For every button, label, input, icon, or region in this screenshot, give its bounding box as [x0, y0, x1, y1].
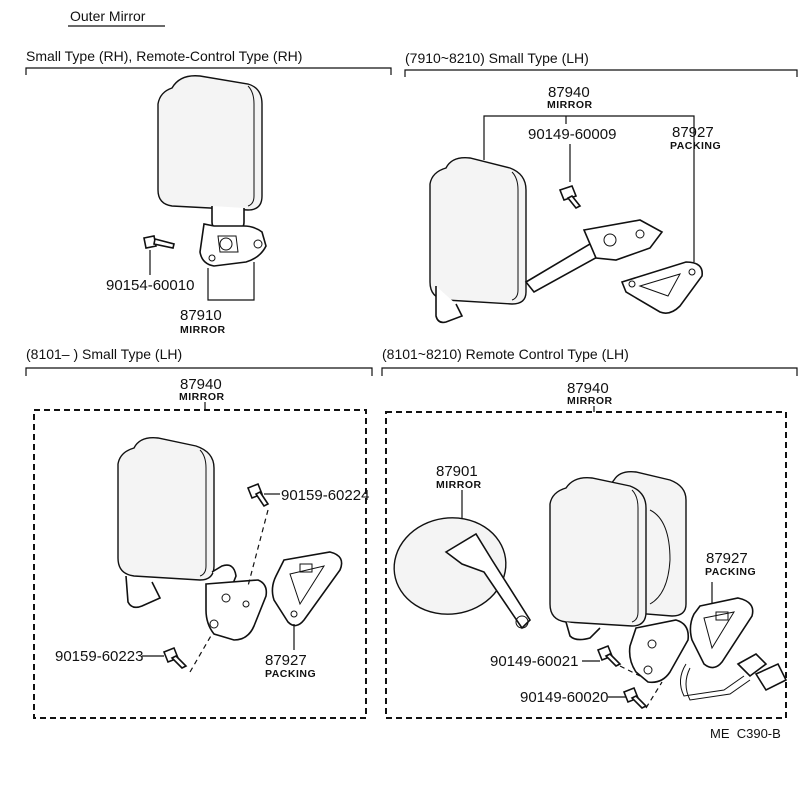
- packing-87927-top-drawing: [620, 261, 703, 314]
- section-bracket-bottom-left: [25, 367, 373, 376]
- part-number-87940-top: 87940: [548, 84, 590, 101]
- part-number-90154-60010: 90154-60010: [106, 277, 194, 294]
- mirror-remote-lh-drawing: [549, 470, 690, 684]
- leader-tr-mirror: [483, 115, 695, 262]
- install-line-br-top: [619, 665, 641, 677]
- section-header-bottom-right: (8101~8210) Remote Control Type (LH): [382, 346, 629, 362]
- part-desc-87940-top: MIRROR: [547, 99, 593, 111]
- packing-87927-bottom-right-drawing: [689, 597, 754, 669]
- group-box-bottom-left: [33, 409, 367, 719]
- sub-mirror-87901-drawing: [393, 517, 532, 630]
- group-box-bottom-right: [385, 411, 787, 719]
- part-desc-87927-bottom-left: PACKING: [265, 668, 316, 680]
- part-desc-87910: MIRROR: [180, 324, 226, 336]
- part-number-90149-60009: 90149-60009: [528, 126, 616, 143]
- part-number-90159-60223: 90159-60223: [55, 648, 143, 665]
- packing-87927-bottom-left-drawing: [271, 551, 343, 627]
- page-title: Outer Mirror: [70, 8, 146, 24]
- part-desc-87940-bottom-right: MIRROR: [567, 395, 613, 407]
- part-number-87927-bottom-left: 87927: [265, 652, 307, 669]
- part-number-90149-60020: 90149-60020: [520, 689, 608, 706]
- wiring-connector-drawing: [680, 653, 788, 701]
- install-line-br-bottom: [645, 681, 663, 709]
- part-desc-87940-bottom-left: MIRROR: [179, 391, 225, 403]
- mirror-lh-small-drawing: [429, 157, 664, 324]
- part-number-87927-bottom-right: 87927: [706, 550, 748, 567]
- mirror-rh-drawing: [157, 75, 267, 267]
- part-number-90159-60224: 90159-60224: [281, 487, 369, 504]
- bolt-90159-60224-drawing: [246, 482, 270, 508]
- part-number-90149-60021: 90149-60021: [490, 653, 578, 670]
- section-header-top-right: (7910~8210) Small Type (LH): [405, 50, 589, 66]
- part-number-87940-bottom-left: 87940: [180, 376, 222, 393]
- bolt-90149-60009-drawing: [558, 185, 582, 210]
- part-desc-87901: MIRROR: [436, 479, 482, 491]
- part-number-87940-bottom-right: 87940: [567, 380, 609, 397]
- bolt-90149-60020-drawing: [622, 686, 648, 709]
- section-bracket-top-right: [404, 69, 798, 77]
- part-number-87927-top: 87927: [672, 124, 714, 141]
- section-header-bottom-left: (8101– ) Small Type (LH): [26, 346, 182, 362]
- part-number-87910: 87910: [180, 307, 222, 324]
- reference-code: ME C390-B: [710, 726, 781, 741]
- bolt-90154-60010-drawing: [143, 235, 175, 249]
- section-bracket-bottom-right: [381, 367, 798, 376]
- bolt-90149-60021-drawing: [596, 644, 622, 667]
- bolt-90159-60223-drawing: [162, 646, 188, 669]
- section-bracket-top-left: [25, 67, 392, 75]
- part-desc-87927-top: PACKING: [670, 140, 721, 152]
- section-header-top-left: Small Type (RH), Remote-Control Type (RH…: [26, 48, 302, 64]
- leader-tl-mirror: [207, 262, 255, 301]
- install-line-bl-bottom: [189, 633, 213, 673]
- mirror-lh-bottom-left-drawing: [117, 437, 268, 641]
- install-line-bl-top: [247, 509, 269, 587]
- part-desc-87927-bottom-right: PACKING: [705, 566, 756, 578]
- part-number-87901: 87901: [436, 463, 478, 480]
